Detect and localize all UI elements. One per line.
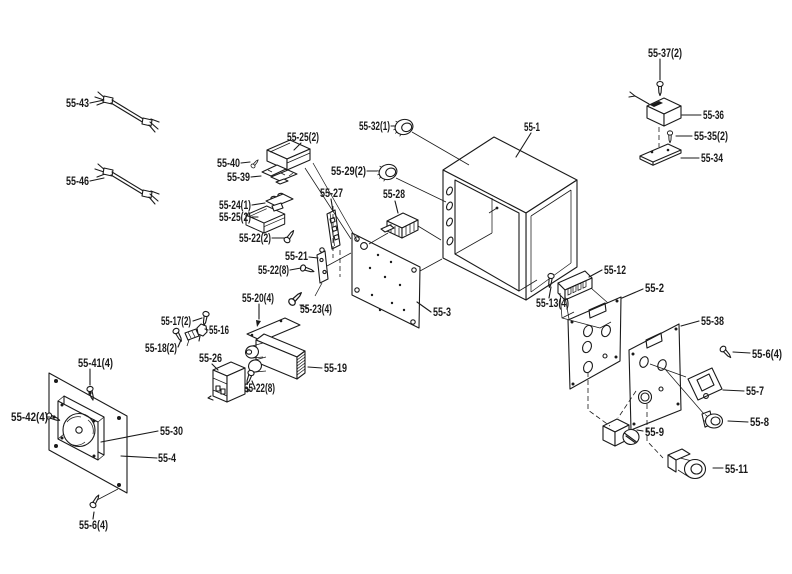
part-label-55-34: 55-34 xyxy=(701,151,723,165)
part-label-55-20-4: 55-20(4) xyxy=(242,291,274,305)
part-plate-55-34 xyxy=(639,143,682,166)
part-relay-55-25-a xyxy=(266,139,311,171)
part-bracket-55-21 xyxy=(316,247,329,284)
part-label-55-6-4-a: 55-6(4) xyxy=(752,347,782,361)
part-label-55-40: 55-40 xyxy=(217,156,240,170)
part-button-55-8 xyxy=(701,410,724,429)
part-label-55-22-8-b: 55-22(8) xyxy=(244,381,275,395)
part-label-55-21: 55-21 xyxy=(285,249,308,263)
part-label-55-17-2: 55-17(2) xyxy=(161,314,191,328)
part-label-55-13-4: 55-13(4) xyxy=(536,296,569,310)
part-labels: 55-43 55-46 55-25(2) 55-40 55-39 55-24(1… xyxy=(11,46,782,532)
part-label-55-29-2: 55-29(2) xyxy=(331,164,366,178)
part-label-55-30: 55-30 xyxy=(160,424,183,438)
part-terminal-55-28 xyxy=(380,212,419,239)
part-grommet-55-32 xyxy=(390,116,416,139)
part-label-55-1: 55-1 xyxy=(524,120,540,134)
part-screw-55-6-a xyxy=(718,344,734,361)
part-label-55-12: 55-12 xyxy=(604,263,626,277)
part-transformer-55-26 xyxy=(207,361,251,403)
part-label-55-43: 55-43 xyxy=(66,96,89,110)
part-label-55-11: 55-11 xyxy=(725,462,748,476)
part-label-55-28: 55-28 xyxy=(383,187,405,201)
part-label-55-9: 55-9 xyxy=(645,425,664,439)
part-pin-55-40 xyxy=(249,158,261,170)
part-label-55-18-2: 55-18(2) xyxy=(145,341,177,355)
projection-lines xyxy=(96,131,705,501)
part-label-55-26: 55-26 xyxy=(199,351,222,365)
part-label-55-8: 55-8 xyxy=(750,415,769,429)
part-label-55-32-1: 55-32(1) xyxy=(359,119,390,133)
part-label-55-37-2: 55-37(2) xyxy=(648,46,682,60)
part-label-55-22-8-a: 55-22(8) xyxy=(258,263,289,277)
part-cabinet-55-1 xyxy=(442,136,578,301)
part-label-55-23-4: 55-23(4) xyxy=(300,302,332,316)
part-cable-55-46 xyxy=(94,163,160,205)
part-label-55-36: 55-36 xyxy=(703,108,724,122)
part-screw-55-6-b xyxy=(88,492,102,510)
part-screw-55-35 xyxy=(666,130,674,144)
part-screw-55-37 xyxy=(656,80,664,97)
part-ferrite-55-17 xyxy=(184,328,200,347)
part-label-55-24-1: 55-24(1) xyxy=(219,198,251,212)
part-panel-55-3 xyxy=(351,232,421,329)
part-label-55-38: 55-38 xyxy=(701,314,724,328)
part-grommet-55-29 xyxy=(374,161,400,184)
part-label-55-19: 55-19 xyxy=(324,361,347,375)
leader-lines xyxy=(46,58,751,520)
part-label-55-35-2: 55-35(2) xyxy=(694,129,728,143)
part-bracket-55-27 xyxy=(326,209,341,250)
part-label-55-3: 55-3 xyxy=(433,305,451,319)
part-label-55-27: 55-27 xyxy=(320,186,343,200)
part-label-55-4: 55-4 xyxy=(158,451,176,465)
part-relay-55-25-b xyxy=(245,205,286,234)
part-label-55-2: 55-2 xyxy=(645,281,664,295)
part-screw-55-22-8-a xyxy=(299,263,316,276)
part-screw-55-22-2 xyxy=(282,228,297,245)
part-relay-55-24 xyxy=(265,192,294,212)
part-label-55-16: 55-16 xyxy=(209,323,229,337)
part-magnetron-55-19 xyxy=(244,317,306,380)
part-label-55-6-4-b: 55-6(4) xyxy=(79,518,108,532)
part-rotary-switch-55-9 xyxy=(602,418,640,447)
part-label-55-39: 55-39 xyxy=(227,170,250,184)
part-display-55-12 xyxy=(557,270,612,329)
part-connector-55-39 xyxy=(261,164,298,185)
part-connector-55-11 xyxy=(667,448,707,480)
part-panel-55-38 xyxy=(628,323,682,431)
part-label-55-41-4: 55-41(4) xyxy=(78,356,113,370)
part-label-55-25-2-a: 55-25(2) xyxy=(287,130,319,144)
part-label-55-22-2: 55-22(2) xyxy=(239,231,271,245)
part-clamp-55-16 xyxy=(196,323,208,342)
part-label-55-42-4: 55-42(4) xyxy=(11,410,48,424)
part-panel-55-2 xyxy=(567,296,622,390)
part-label-55-46: 55-46 xyxy=(66,174,89,188)
part-fan-55-30 xyxy=(57,395,105,461)
part-switch-55-36 xyxy=(628,91,682,147)
part-label-55-25-2-b: 55-25(2) xyxy=(219,210,251,224)
part-label-55-7: 55-7 xyxy=(746,384,764,398)
part-rocker-switch-55-7 xyxy=(687,367,723,401)
part-cable-55-43 xyxy=(94,91,160,133)
